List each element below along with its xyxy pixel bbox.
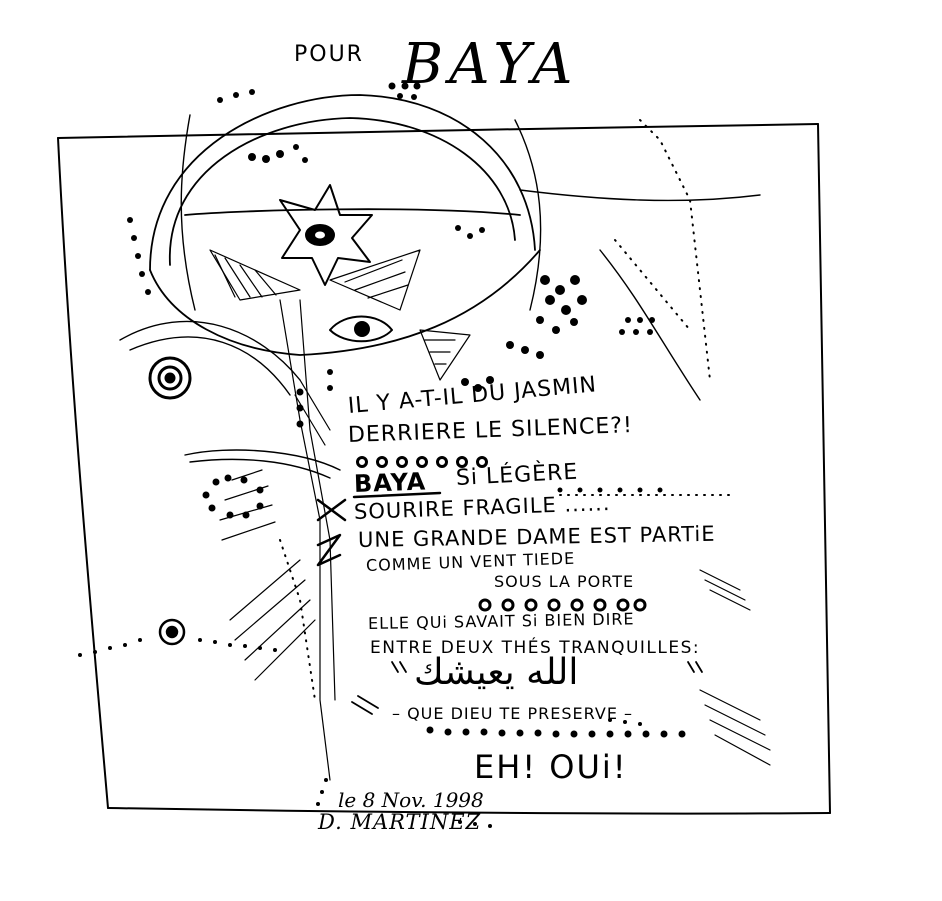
closing-exclamation: EH! OUi! bbox=[474, 748, 628, 786]
poem-line-3-name: BAYA bbox=[353, 467, 427, 498]
poem-line-7: SOUS LA PORTE bbox=[494, 572, 635, 591]
eye-motif bbox=[329, 315, 393, 343]
frame-border bbox=[57, 123, 831, 815]
dedication-prefix: POUR bbox=[294, 42, 364, 67]
translation-line: – QUE DIEU TE PRESERVE – bbox=[392, 704, 634, 723]
zigzag-marks bbox=[316, 498, 347, 567]
baya-underline bbox=[352, 491, 442, 499]
flower-motif bbox=[279, 184, 373, 286]
target-circle-left bbox=[148, 356, 192, 400]
dotted-lines bbox=[279, 119, 731, 701]
dot-row-2 bbox=[478, 598, 647, 612]
quote-marks bbox=[351, 661, 703, 715]
poem-line-9: ENTRE DEUX THÉS TRANQUILLES: bbox=[370, 638, 701, 658]
signature-name: D. MARTINEZ bbox=[318, 810, 482, 834]
hatched-forms bbox=[209, 249, 771, 781]
target-circle-small bbox=[158, 618, 186, 646]
dot-fields bbox=[78, 82, 686, 828]
dedication-name: BAYA bbox=[402, 32, 579, 97]
moon-shape bbox=[149, 94, 541, 356]
arabic-blessing: الله يعيشك bbox=[414, 652, 579, 693]
dot-row-1 bbox=[356, 456, 488, 468]
signature-date: le 8 Nov. 1998 bbox=[338, 788, 484, 812]
